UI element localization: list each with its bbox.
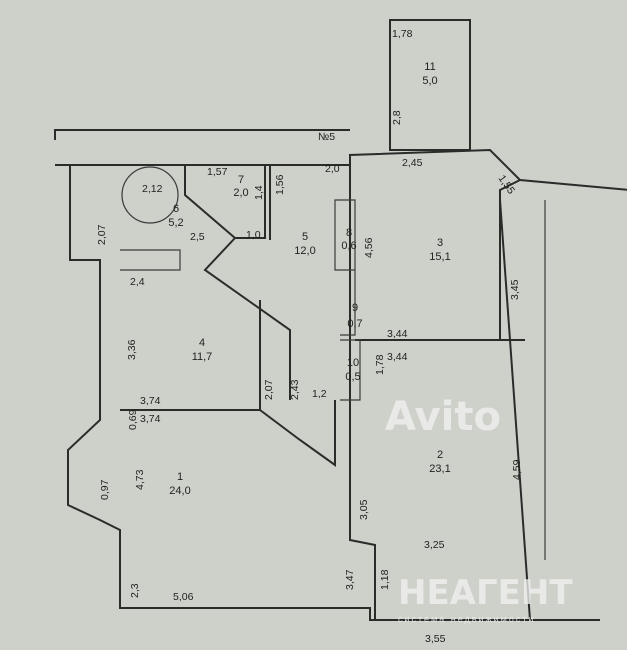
room-8-num: 8 xyxy=(346,227,352,239)
room-5-area: 12,0 xyxy=(294,245,315,257)
dimension-label: 2,0 xyxy=(325,163,340,175)
room-3-num: 3 xyxy=(437,237,443,249)
dimension-label: 3,05 xyxy=(358,499,370,520)
dimension-label: 1,2 xyxy=(312,388,327,400)
dimension-label: 4,73 xyxy=(134,469,146,490)
dimension-label: 1,56 xyxy=(274,174,286,195)
dimension-label: 3,74 xyxy=(140,413,161,425)
room-11-area: 5,0 xyxy=(422,75,437,87)
room-10-num: 10 xyxy=(347,357,359,369)
room-3-area: 15,1 xyxy=(429,251,450,263)
dimension-label: 2,5 xyxy=(190,231,205,243)
room-9-area: 0,7 xyxy=(347,318,362,330)
dimension-label: 2,45 xyxy=(402,157,423,169)
brand-watermark: НЕАГЕНТ xyxy=(398,573,573,613)
dimension-label: 2,8 xyxy=(391,110,403,125)
room-7-num: 7 xyxy=(238,174,244,186)
room-labels: 1 24,0 2 23,1 3 15,1 4 11,7 5 12,0 6 5,2… xyxy=(168,61,450,497)
dimension-label: 3,44 xyxy=(387,328,408,340)
dimension-label: 3,36 xyxy=(126,339,138,360)
dimension-label: 3,44 xyxy=(387,351,408,363)
dimension-label: 1,0 xyxy=(246,229,261,241)
dimension-label: 2,07 xyxy=(263,379,275,400)
room-7-area: 2,0 xyxy=(233,187,248,199)
brand-subtitle-watermark: система недвижимости xyxy=(398,614,535,624)
dimension-label: 4,59 xyxy=(511,459,523,480)
dimension-label: 2,4 xyxy=(130,276,145,288)
room-6-num: 6 xyxy=(173,203,179,215)
room-9-num: 9 xyxy=(352,302,358,314)
dimension-label: 5,06 xyxy=(173,591,194,603)
room-1-num: 1 xyxy=(177,471,183,483)
dimension-label: 4,56 xyxy=(363,237,375,258)
stair-label: №5 xyxy=(318,131,335,143)
dimension-label: 3,45 xyxy=(509,279,521,300)
dimension-label: 2,43 xyxy=(289,379,301,400)
dimension-label: 3,74 xyxy=(140,395,161,407)
room-2-num: 2 xyxy=(437,449,443,461)
dimension-label: 0,69 xyxy=(127,409,139,430)
room-11-num: 11 xyxy=(424,61,435,73)
dimension-label: 3,55 xyxy=(425,633,446,645)
room-4-area: 11,7 xyxy=(192,351,213,363)
dimension-label: 1,57 xyxy=(207,166,228,178)
dimension-label: 3,47 xyxy=(344,569,356,590)
room-10-area: 0,5 xyxy=(345,371,360,383)
room-4-num: 4 xyxy=(199,337,205,349)
dimension-label: 2,12 xyxy=(142,183,163,195)
dimension-label: 1,78 xyxy=(392,28,413,40)
dimension-label: 2,07 xyxy=(96,224,108,245)
dimension-label: 1,55 xyxy=(496,173,518,197)
dimension-label: 1,78 xyxy=(374,354,386,375)
watermarks: Avito НЕАГЕНТ система недвижимости xyxy=(385,394,573,624)
dimension-label: 2,3 xyxy=(129,583,141,598)
dimension-label: 1,4 xyxy=(253,185,265,200)
walls xyxy=(54,19,627,621)
room-8-area: 0,6 xyxy=(341,240,356,252)
room-2-area: 23,1 xyxy=(429,463,450,475)
avito-watermark: Avito xyxy=(385,394,501,440)
dimension-label: 1,18 xyxy=(379,569,391,590)
room-6-area: 5,2 xyxy=(168,217,183,229)
room-5-num: 5 xyxy=(302,231,308,243)
dimension-label: 3,25 xyxy=(424,539,445,551)
room-1-area: 24,0 xyxy=(169,485,190,497)
dimension-label: 0,97 xyxy=(99,479,111,500)
